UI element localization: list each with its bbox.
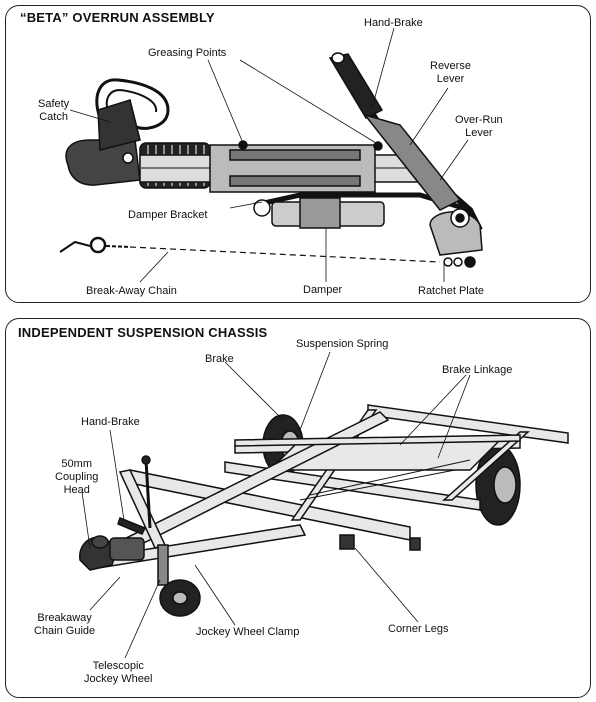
suspension-chassis-title: INDEPENDENT SUSPENSION CHASSIS xyxy=(18,325,268,340)
label-damper: Damper xyxy=(303,284,343,296)
label-suspension-spring: Suspension Spring xyxy=(296,338,389,350)
label-telescopic-jockey-wheel: Telescopic Jockey Wheel xyxy=(84,660,153,685)
label-hand-brake-bottom: Hand-Brake xyxy=(81,416,140,428)
label-greasing-points: Greasing Points xyxy=(148,47,227,59)
label-breakaway-chain-guide: Breakaway Chain Guide xyxy=(34,612,96,637)
label-over-run-lever: Over-Run Lever xyxy=(455,114,503,139)
overrun-assembly-title: “BETA” OVERRUN ASSEMBLY xyxy=(20,10,215,25)
label-brake: Brake xyxy=(205,353,234,365)
label-coupling-head: 50mm Coupling Head xyxy=(55,458,99,496)
label-brake-linkage: Brake Linkage xyxy=(442,364,513,376)
label-break-away-chain: Break-Away Chain xyxy=(86,285,177,297)
label-ratchet-plate: Ratchet Plate xyxy=(418,285,485,297)
label-corner-legs: Corner Legs xyxy=(388,623,449,635)
label-jockey-wheel-clamp: Jockey Wheel Clamp xyxy=(196,626,300,638)
label-reverse-lever: Reverse Lever xyxy=(430,60,471,85)
label-hand-brake-top: Hand-Brake xyxy=(364,17,423,29)
label-damper-bracket: Damper Bracket xyxy=(128,209,208,221)
label-safety-catch: Safety Catch xyxy=(38,98,70,123)
